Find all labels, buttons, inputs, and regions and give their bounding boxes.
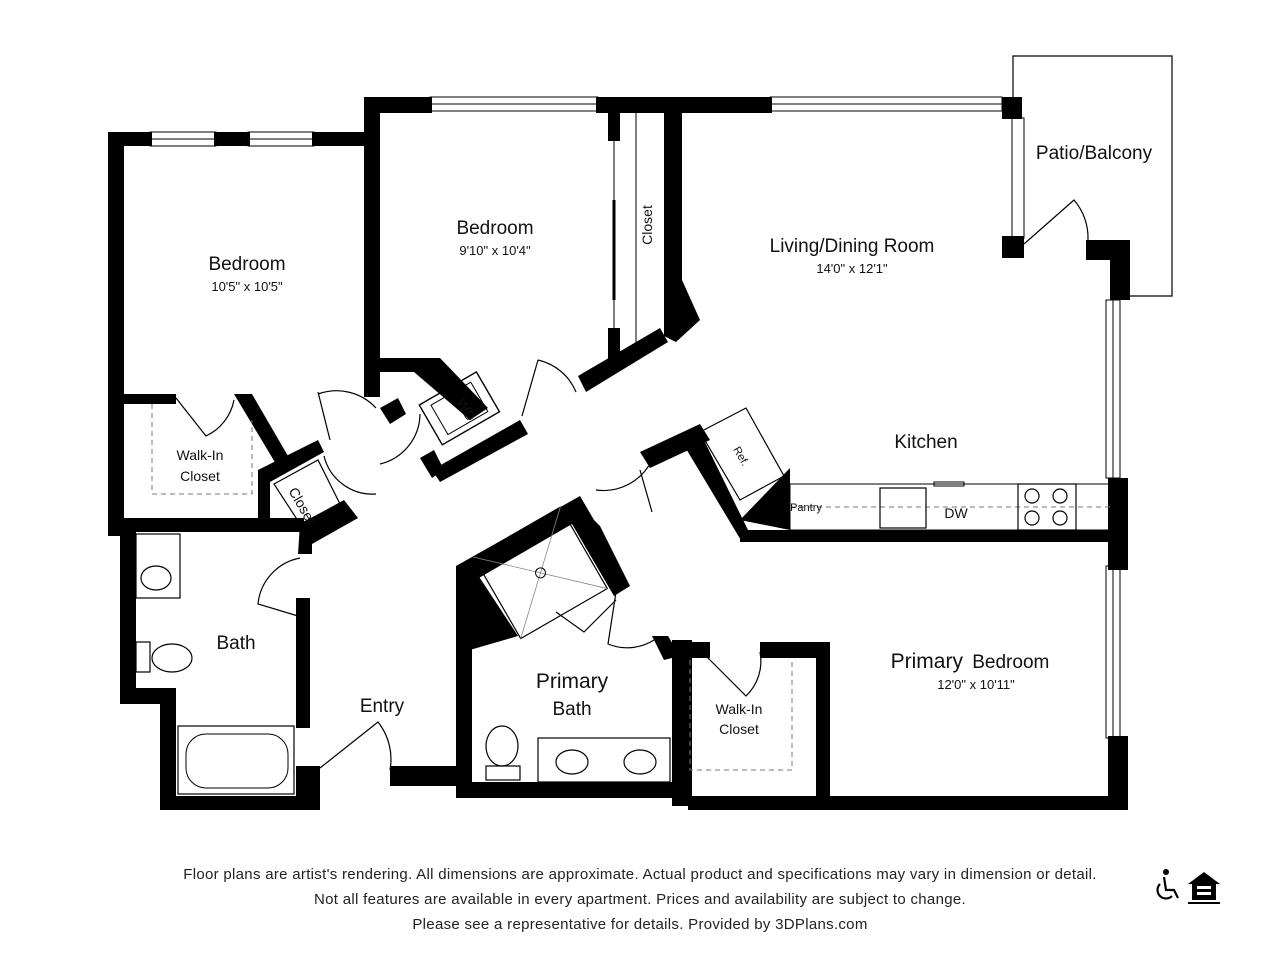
dw-label: DW — [944, 505, 968, 521]
walls — [108, 97, 1130, 810]
walkin-right-line2: Closet — [719, 721, 759, 737]
washer-dryer — [418, 370, 501, 446]
doors — [175, 199, 1089, 771]
primary-bath-line2: Bath — [552, 699, 591, 720]
patio-name: Patio/Balcony — [1036, 143, 1153, 164]
refrigerator — [699, 407, 785, 501]
accessibility-icon — [1156, 869, 1179, 900]
svg-text:Primary Bedroom: Primary Bedroom — [891, 650, 1050, 673]
bedroom-left-name: Bedroom — [208, 254, 285, 275]
fixtures — [135, 113, 1111, 795]
disclaimer-line-1: Floor plans are artist's rendering. All … — [183, 866, 1097, 883]
bedroom-left-dims: 10'5" x 10'5" — [211, 279, 283, 294]
stove — [1017, 483, 1077, 531]
patio-outline — [1011, 55, 1173, 297]
bath-tub — [177, 725, 295, 795]
primary-toilet — [485, 725, 519, 767]
primary-sink-1 — [555, 749, 589, 775]
disclaimer: Floor plans are artist's rendering. All … — [0, 862, 1280, 937]
primary-bath-line1: Primary — [536, 670, 609, 693]
entry-name: Entry — [360, 696, 405, 717]
bath-toilet — [151, 643, 193, 673]
disclaimer-line-2: Not all features are available in every … — [314, 891, 966, 908]
pantry-label: Pantry — [790, 502, 822, 514]
kitchen-name: Kitchen — [894, 432, 957, 453]
shower — [472, 506, 609, 640]
equal-housing-opportunity-icon — [1188, 872, 1220, 904]
windows — [149, 96, 1121, 739]
closet-mid-label: Closet — [639, 205, 655, 245]
primary-bedroom-name-b: Bedroom — [972, 652, 1049, 673]
disclaimer-line-3: Please see a representative for details.… — [412, 916, 868, 933]
living-name: Living/Dining Room — [770, 236, 935, 257]
kitchen-sink — [879, 487, 927, 529]
bedroom-mid-dims: 9'10" x 10'4" — [459, 243, 531, 258]
bath-sink — [140, 565, 172, 591]
primary-sink-2 — [623, 749, 657, 775]
primary-bedroom-name-a: Primary — [891, 650, 964, 673]
living-dims: 14'0" x 12'1" — [816, 261, 888, 276]
walkin-left-line1: Walk-In — [177, 447, 224, 463]
bath-name: Bath — [216, 633, 255, 654]
walkin-right-line1: Walk-In — [716, 701, 763, 717]
primary-bedroom-dims: 12'0" x 10'11" — [937, 677, 1015, 692]
walkin-left-line2: Closet — [180, 468, 220, 484]
bedroom-mid-name: Bedroom — [456, 218, 533, 239]
ref-label: Ref. — [730, 445, 750, 468]
